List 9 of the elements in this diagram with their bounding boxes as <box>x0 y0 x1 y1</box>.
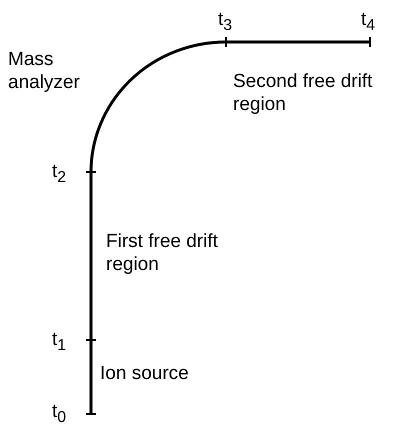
time-label: t$_{1}$ <box>52 328 66 356</box>
region-label: Ion source <box>100 362 189 385</box>
region-label: Mass analyzer <box>8 48 81 94</box>
time-label: t$_{2}$ <box>52 160 66 188</box>
region-label: Second free drift region <box>233 70 374 116</box>
region-label: First free drift region <box>106 230 219 276</box>
time-label: t$_{4}$ <box>361 8 376 36</box>
time-label: t$_{0}$ <box>52 400 66 425</box>
time-label: t$_{3}$ <box>218 8 232 36</box>
